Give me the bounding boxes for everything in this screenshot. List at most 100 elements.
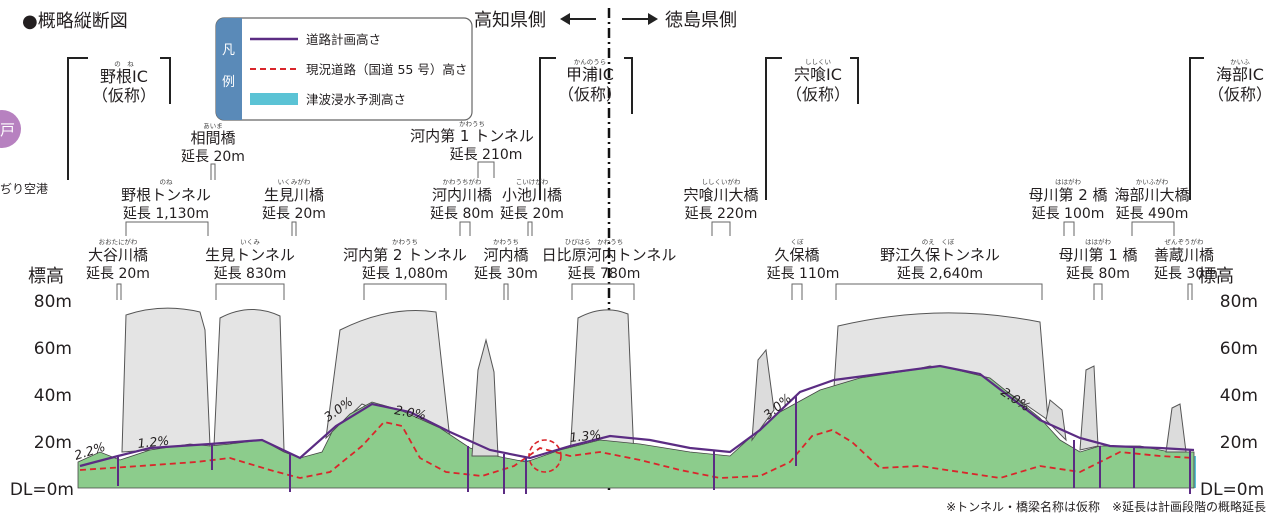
- hill-outline: [1079, 365, 1099, 451]
- structure-length: 延長 80m: [1066, 266, 1130, 282]
- structure-bracket: [477, 161, 495, 178]
- structure-bracket: [363, 283, 447, 300]
- interchange-leader: [160, 57, 171, 104]
- structure-zenzo: ぜんぞうがわ 善蔵川橋 延長 30m: [1154, 237, 1218, 282]
- structure-ruby: かわうち: [493, 238, 519, 246]
- structure-noekubo: のえ くぼ 野江久保トンネル 延長 2,640m: [880, 238, 1000, 282]
- left-edge-text: ぢり空港: [0, 181, 48, 196]
- diagram-title: ●概略縦断図: [22, 11, 128, 32]
- structure-name: 河内川橋: [432, 186, 492, 204]
- profile-area: [77, 307, 1196, 494]
- structure-shishikuigawa: ししくいがわ 宍喰川大橋 延長 220m: [683, 177, 758, 222]
- structure-ruby: のね: [160, 178, 174, 186]
- structure-ruby: あいま: [203, 122, 223, 130]
- structure-kawauchigawa: かわうちがわ 河内川橋 延長 80m: [430, 177, 494, 222]
- current-road-highlight: [528, 439, 562, 473]
- structure-name: 日比原河内トンネル: [542, 246, 677, 264]
- grade-label: 1.3%: [569, 427, 602, 445]
- structure-bracket: [1131, 221, 1175, 236]
- interchange-name: 宍喰IC: [794, 65, 842, 84]
- structure-kawauchi-bridge: かわうち 河内橋 延長 30m: [474, 238, 538, 282]
- road-plan-line: [79, 364, 1195, 468]
- structure-kaifugawa: かいふがわ 海部川大橋 延長 490m: [1114, 177, 1189, 222]
- structure-bracket: [459, 221, 471, 236]
- axis-tick-label: DL=0m: [10, 480, 74, 500]
- structure-ruby: かわうち: [459, 120, 485, 128]
- interchange-ruby: かいふ: [1230, 58, 1250, 66]
- left-edge-badge: [0, 110, 21, 148]
- axis-title-left: 標高: [28, 266, 64, 287]
- structure-name: 河内橋: [483, 246, 528, 264]
- interchange-note: （仮称）: [1208, 85, 1272, 104]
- interchange-note: （仮称）: [786, 85, 850, 104]
- axis-tick-label: 60m: [34, 339, 72, 359]
- structure-ruby: いくみがわ: [278, 177, 311, 186]
- structure-ruby: こいけがわ: [516, 177, 549, 186]
- interchange-note: （仮称）: [92, 86, 156, 105]
- structure-hibihara: ひびはら かわうち 日比原河内トンネル 延長 780m: [542, 238, 677, 282]
- interchange-leader: [624, 57, 633, 114]
- structure-bracket: [527, 221, 533, 236]
- structure-bracket: [125, 221, 209, 236]
- structure-name: 河内第 2 トンネル: [343, 246, 467, 264]
- axis-left: 80m 60m 40m 20m DL=0m: [10, 292, 74, 500]
- bridge-piers: [117, 396, 1191, 494]
- structure-name: 母川第 2 橋: [1028, 186, 1107, 204]
- structure-ruby: かわうち: [392, 238, 418, 246]
- structure-ootani: おおたにがわ 大谷川橋 延長 20m: [86, 237, 150, 282]
- structure-length: 延長 1,130m: [123, 206, 209, 222]
- structure-ikumi-tunnel: いくみ 生見トンネル 延長 830m: [205, 238, 295, 282]
- structure-ruby: いくみ: [240, 238, 260, 246]
- legend-heading-1: 凡: [222, 43, 235, 58]
- structure-name: 大谷川橋: [88, 246, 148, 264]
- left-edge-fragment: 戸 ぢり空港: [0, 110, 48, 196]
- structure-ruby: おおたにがわ: [99, 237, 138, 246]
- grade-label: 2.0%: [393, 402, 427, 422]
- axis-right: 80m 60m 40m 20m DL=0m: [1200, 292, 1264, 500]
- interchange-ruby: かんのうら: [574, 58, 607, 66]
- structure-bracket: [215, 283, 285, 300]
- structure-name: 母川第 1 橋: [1058, 246, 1137, 264]
- structure-hahagawa2: ははがわ 母川第 2 橋 延長 100m: [1028, 177, 1107, 222]
- interchange-leader: [539, 57, 556, 200]
- structure-name: 野江久保トンネル: [880, 246, 1000, 264]
- hill-outline: [1165, 403, 1187, 453]
- structure-name: 相間橋: [190, 129, 235, 147]
- tunnel-section: [121, 307, 211, 453]
- axis-tick-label: 20m: [34, 433, 72, 453]
- interchange-note: （仮称）: [558, 85, 622, 104]
- structure-hahagawa1: ははがわ 母川第 1 橋 延長 80m: [1058, 237, 1137, 282]
- structure-length: 延長 490m: [1116, 206, 1189, 222]
- structure-length: 延長 1,080m: [362, 266, 448, 282]
- interchange-kannoura: かんのうら 甲浦IC （仮称）: [558, 58, 622, 104]
- structure-bracket: [711, 221, 731, 236]
- structure-bracket: [835, 283, 1043, 300]
- tunnel-section: [213, 308, 285, 451]
- legend-label-current-road: 現況道路（国道 55 号）高さ: [306, 62, 467, 77]
- tunnel-section: [569, 309, 635, 459]
- structure-length: 延長 2,640m: [897, 266, 983, 282]
- structure-length: 延長 20m: [86, 266, 150, 282]
- structure-bracket: [116, 283, 122, 300]
- legend: 凡 例 道路計画高さ 現況道路（国道 55 号）高さ 津波浸水予測高さ: [215, 17, 473, 121]
- interchange-ruby: ししくい: [805, 58, 831, 66]
- direction-indicator: 高知県側 徳島県側: [474, 10, 737, 31]
- interchange-name: 甲浦IC: [566, 65, 614, 84]
- legend-label-road-plan: 道路計画高さ: [306, 32, 381, 47]
- structure-ruby: くぼ: [791, 238, 805, 246]
- structure-ruby: ひびはら かわうち: [565, 238, 624, 246]
- structure-name: 野根トンネル: [121, 186, 211, 204]
- terrain-ground: [77, 365, 1195, 489]
- axis-tick-label: 80m: [34, 292, 72, 312]
- structure-kawauchi1: かわうち 河内第 1 トンネル 延長 210m: [410, 120, 534, 163]
- structure-name: 河内第 1 トンネル: [410, 127, 534, 145]
- structure-name: 久保橋: [774, 246, 819, 264]
- axis-tick-label: DL=0m: [1200, 480, 1264, 500]
- structure-bracket: [1063, 221, 1075, 236]
- structure-length: 延長 110m: [767, 266, 840, 282]
- axis-title-right: 標高: [1198, 266, 1234, 287]
- structure-koikegawa: こいけがわ 小池川橋 延長 20m: [500, 177, 564, 222]
- interchange-shishikui: ししくい 宍喰IC （仮称）: [786, 58, 850, 104]
- structure-name: 小池川橋: [502, 186, 562, 204]
- interchange-ruby: の ね: [114, 60, 134, 68]
